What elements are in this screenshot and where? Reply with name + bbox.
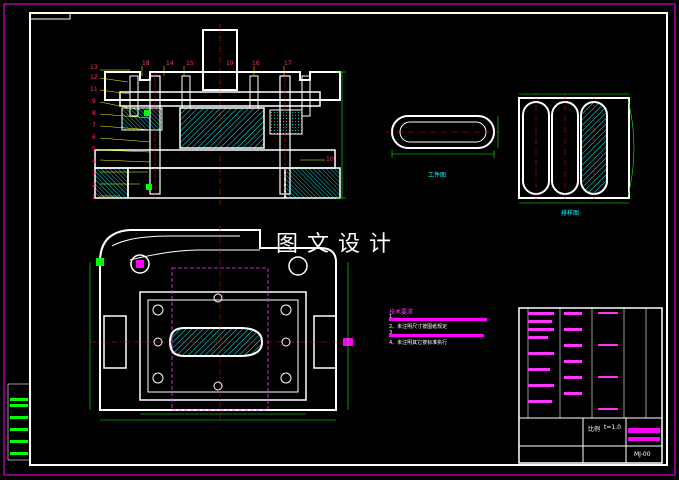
- part-label: 12: [90, 74, 98, 81]
- inner-frame: [29, 12, 668, 466]
- part-label: 15: [186, 60, 194, 67]
- layout-view: [518, 93, 635, 204]
- thickness-label: t=1.0: [604, 424, 621, 431]
- tech-requirements-title: 技术要求: [389, 309, 414, 316]
- part-label: 6: [92, 134, 96, 141]
- tech-note: 1: [389, 314, 393, 320]
- plan-view: [89, 226, 353, 421]
- tech-note: 4、未注明其它按标准执行: [389, 340, 448, 346]
- part-label: 2: [92, 182, 96, 189]
- part-label: 13: [90, 64, 98, 71]
- tech-note: 3: [389, 330, 393, 336]
- side-strip: [7, 383, 31, 461]
- part-label: 9: [92, 98, 96, 105]
- section-view: [94, 24, 346, 205]
- part-label: 3: [92, 170, 96, 177]
- part-label: 14: [166, 60, 174, 67]
- outer-frame: [3, 3, 676, 476]
- part-label: 1: [92, 194, 96, 201]
- drawing-number: MJ-00: [634, 451, 651, 458]
- part-label: 18: [142, 60, 150, 67]
- scale-label: 比例: [588, 426, 601, 433]
- part-label: 8: [92, 110, 96, 117]
- part-label: 19: [226, 60, 234, 67]
- part-label: 7: [92, 122, 96, 129]
- part-view: [386, 115, 500, 158]
- part-label: 10: [326, 156, 334, 163]
- watermark: 图文设计: [276, 232, 401, 257]
- part-view-label: 工件图: [428, 172, 447, 179]
- title-block: [518, 307, 663, 464]
- part-label: 16: [252, 60, 260, 67]
- part-label: 5: [92, 146, 96, 153]
- layout-view-label: 排样图: [561, 210, 580, 217]
- part-label: 11: [90, 86, 98, 93]
- tech-note: 2、未注明尺寸按图纸规定: [389, 324, 448, 330]
- part-label: 17: [284, 60, 292, 67]
- corner-tab: [29, 12, 71, 20]
- part-label: 4: [92, 158, 96, 165]
- tech-bars: [389, 318, 487, 337]
